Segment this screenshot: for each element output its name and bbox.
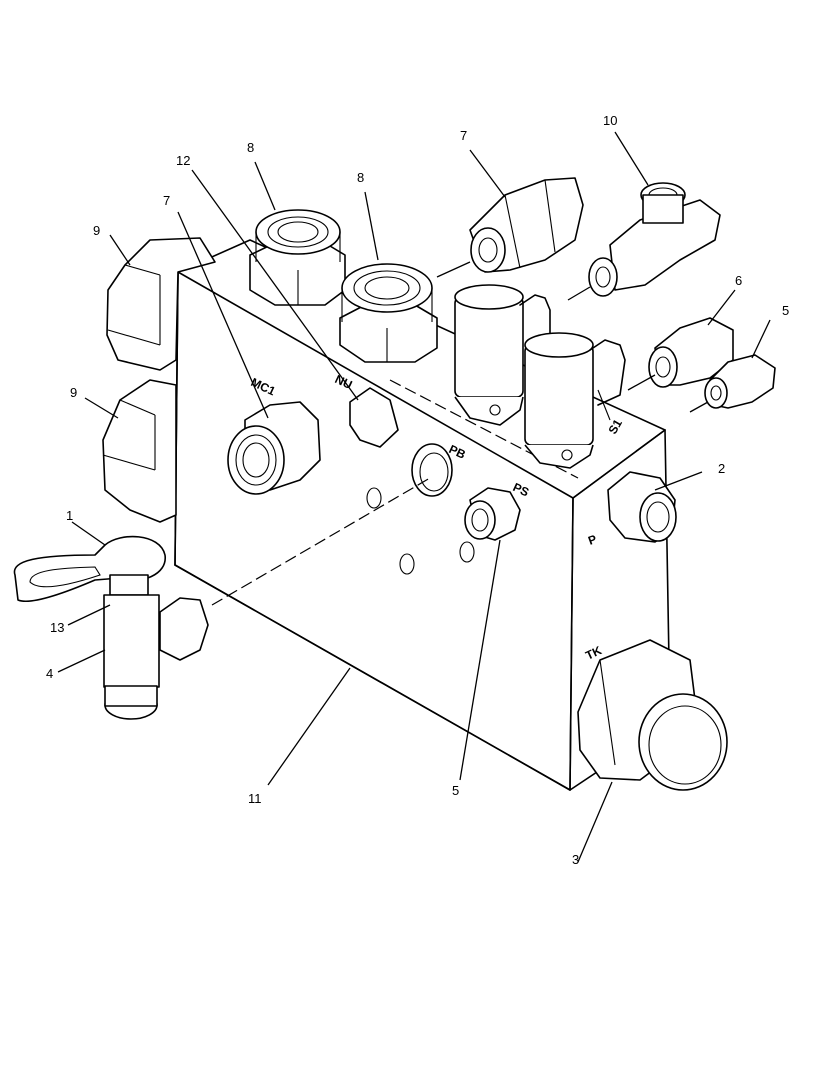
- callout-numbers: 1 2 3 4 5 5 6 7 7 8 8 9 9 10 11 12 13: [46, 113, 789, 867]
- callout-6: 6: [735, 273, 742, 288]
- callout-1: 1: [66, 508, 73, 523]
- callout-5-lower: 5: [452, 783, 459, 798]
- callout-9-lower: 9: [70, 385, 77, 400]
- callout-8-left: 8: [247, 140, 254, 155]
- port-tk-fitting: [577, 639, 728, 791]
- leader-lines: [57, 131, 771, 863]
- callout-13: 13: [50, 620, 64, 635]
- port-label-nu: NU: [333, 372, 355, 392]
- manual-valve-handle: [13, 535, 209, 720]
- port-mc1-fitting: [227, 401, 321, 495]
- port-pb-plug: [411, 443, 453, 497]
- fitting-6: [648, 317, 734, 388]
- callout-8-right: 8: [357, 170, 364, 185]
- port-label-ps: PS: [511, 480, 531, 499]
- callout-10: 10: [603, 113, 617, 128]
- port-label-pb: PB: [447, 442, 468, 462]
- exploded-fitting-upper: [469, 177, 584, 273]
- elbow-fitting: [588, 182, 721, 297]
- callout-4: 4: [46, 666, 53, 681]
- callout-7-top: 7: [460, 128, 467, 143]
- callout-7-left: 7: [163, 193, 170, 208]
- top-fitting-left: [249, 209, 346, 306]
- top-fitting-right: [339, 263, 438, 363]
- port-nu-plug: [349, 387, 399, 448]
- port-label-tk: TK: [583, 643, 604, 663]
- port-p-fitting: [607, 471, 677, 543]
- callout-2: 2: [718, 461, 725, 476]
- callout-9-upper: 9: [93, 223, 100, 238]
- solenoid-right: [524, 332, 626, 469]
- hex-plug-lower: [102, 379, 177, 523]
- port-ps-fitting: [464, 487, 521, 541]
- port-hole-3: [459, 541, 475, 563]
- callout-3: 3: [572, 852, 579, 867]
- callout-5-upper: 5: [782, 303, 789, 318]
- callout-12: 12: [176, 153, 190, 168]
- hex-plug-upper: [106, 237, 216, 371]
- port-hole-1: [366, 487, 382, 509]
- fitting-5-right: [704, 354, 776, 409]
- port-label-p: P: [586, 532, 598, 548]
- port-label-s1: S1: [605, 417, 625, 437]
- callout-11: 11: [248, 791, 262, 806]
- port-hole-2: [399, 553, 415, 575]
- solenoid-left: [454, 284, 551, 426]
